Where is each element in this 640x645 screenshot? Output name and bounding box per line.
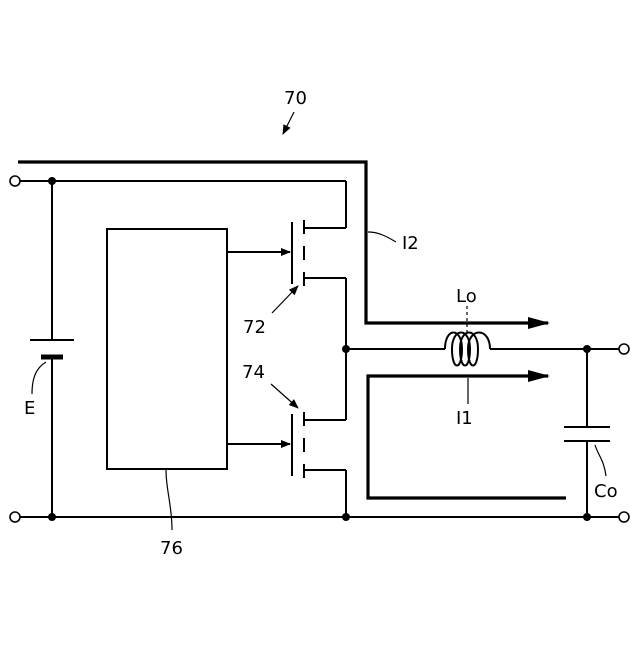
controller-leader-line: [166, 470, 172, 530]
inductor-coil: [445, 333, 490, 366]
lower-switch-symbol: [292, 349, 346, 517]
node-dot-bottom-switch: [342, 513, 350, 521]
upper-switch-label: 72: [243, 317, 266, 338]
input-terminal-bottom: [10, 512, 20, 522]
i2-leader: [368, 232, 396, 242]
capacitor-leader: [595, 445, 606, 476]
upper-switch-leader: [272, 286, 298, 313]
upper-switch-symbol: [292, 220, 346, 349]
controller-label: 76: [160, 538, 183, 559]
i2-label: I2: [402, 233, 419, 254]
input-terminal-top: [10, 176, 20, 186]
node-dot-capacitor-bottom: [583, 513, 591, 521]
controller-block: [107, 229, 227, 469]
i1-label: I1: [456, 408, 473, 429]
current-path-i1: [368, 376, 566, 498]
lower-switch-label: 74: [242, 362, 265, 383]
node-dot-battery-top: [48, 177, 56, 185]
node-dot-battery-bottom: [48, 513, 56, 521]
output-terminal-bottom: [619, 512, 629, 522]
battery-label: E: [24, 398, 35, 419]
figure-ref-label: 70: [284, 88, 307, 109]
lower-switch-leader: [271, 384, 298, 408]
inductor-label: Lo: [456, 286, 477, 307]
figure-ref-arrow: [283, 112, 294, 134]
output-terminal-top: [619, 344, 629, 354]
capacitor-label: Co: [594, 481, 618, 502]
battery-leader-line: [32, 362, 46, 394]
